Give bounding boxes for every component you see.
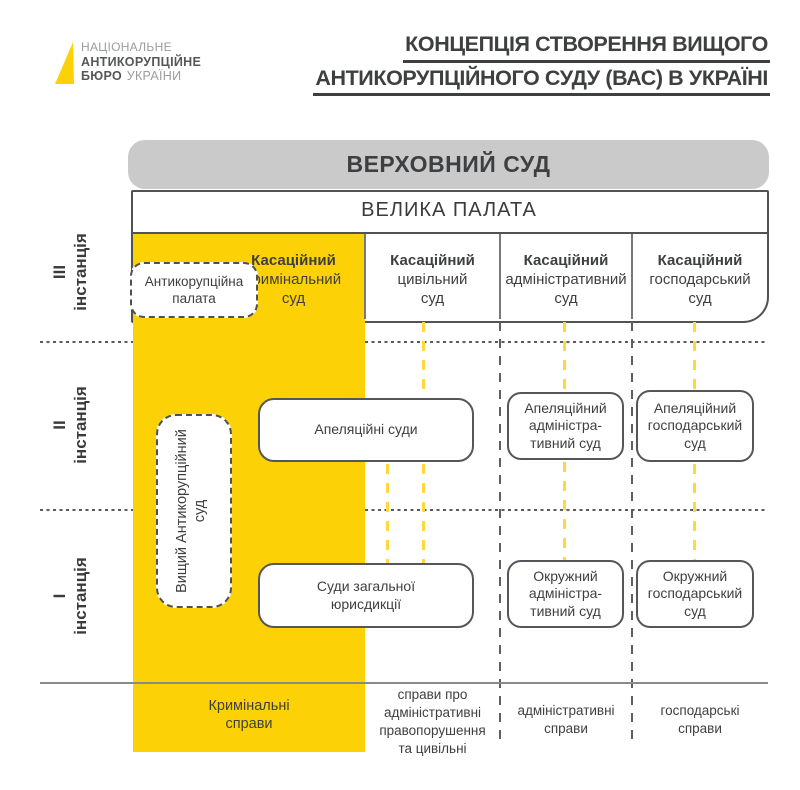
- cassation-commercial-court-label: Касаційний господарський суд: [633, 251, 767, 308]
- yellow-connector-admin-top: [563, 322, 566, 392]
- general-jurisdiction-box: Суди загальної юрисдикції: [258, 563, 474, 628]
- cassation-civil-line2: цивільний: [397, 271, 468, 288]
- appeal-admin-line3: тивний суд: [530, 434, 601, 451]
- district-commercial-court-box: Окружний господарський суд: [636, 560, 754, 628]
- appeal-admin-court-box: Апеляційний адміністра- тивний суд: [507, 392, 624, 460]
- appeal-commercial-line1: Апеляційний: [653, 399, 737, 416]
- general-jurisdiction-line1: Суди загальної: [316, 578, 416, 594]
- cassation-admin-bold: Касаційний: [523, 252, 609, 269]
- cassation-commercial-bold: Касаційний: [657, 252, 743, 269]
- cassation-criminal-line3: суд: [281, 290, 306, 307]
- yellow-connector-admin-mid: [563, 462, 566, 560]
- column-dashed-line-right: [631, 322, 633, 746]
- case-criminal-line2: справи: [225, 716, 273, 732]
- yellow-connector-civil-mid-b: [386, 464, 389, 563]
- instance-1-word: інстанція: [71, 557, 90, 635]
- logo-line-3-bold: БЮРО: [81, 69, 122, 83]
- instance-2-numeral: ІІ: [50, 420, 69, 430]
- page-title: КОНЦЕПЦІЯ СТВОРЕННЯ ВИЩОГО АНТИКОРУПЦІЙН…: [313, 33, 770, 101]
- appeal-courts-label: Апеляційні суди: [314, 421, 418, 438]
- appeal-admin-line1: Апеляційний: [524, 399, 607, 416]
- district-commercial-line1: Окружний: [662, 567, 728, 584]
- instance-label-1: І інстанція: [48, 516, 92, 676]
- instance-3-word: інстанція: [71, 233, 90, 311]
- grand-chamber-divider: [131, 232, 767, 234]
- yellow-connector-commercial-top: [693, 322, 696, 390]
- instance-label-3: ІІІ інстанція: [48, 192, 92, 352]
- grand-chamber-label: ВЕЛИКА ПАЛАТА: [361, 199, 537, 221]
- cassation-criminal-bold: Касаційний: [251, 252, 336, 269]
- case-type-admin-offense-civil: справи про адміністративні правопорушенн…: [366, 686, 499, 758]
- instance-2-word: інстанція: [71, 386, 90, 464]
- nabu-logo-icon: [55, 42, 74, 84]
- case-civil-line1: справи про: [397, 687, 468, 702]
- cassation-civil-bold: Касаційний: [390, 252, 475, 269]
- cassation-civil-line3: суд: [420, 290, 445, 307]
- case-type-criminal: Кримінальні справи: [133, 697, 365, 733]
- hac-line1: Вищий Антикорупційний: [174, 429, 190, 593]
- instance-1-numeral: І: [50, 593, 69, 599]
- case-commercial-line2: справи: [678, 721, 722, 736]
- appeal-admin-line2: адміністра-: [528, 417, 603, 434]
- case-admin-line2: справи: [544, 721, 588, 736]
- case-civil-line3: правопорушення: [379, 723, 486, 738]
- higher-anticorruption-court-text: Вищий Антикорупційний суд: [173, 416, 215, 606]
- hac-line2: суд: [192, 499, 208, 523]
- yellow-connector-commercial-mid: [693, 464, 696, 560]
- case-civil-line2: адміністративні: [383, 705, 482, 720]
- case-commercial-line1: господарські: [660, 703, 740, 718]
- case-type-commercial: господарські справи: [633, 702, 767, 738]
- anticorruption-chamber-line1: Антикорупційна: [144, 274, 244, 289]
- appeal-commercial-line3: суд: [684, 434, 706, 451]
- instance-3-numeral: ІІІ: [50, 264, 69, 280]
- column-divider-2: [499, 234, 501, 319]
- case-admin-line1: адміністративні: [517, 703, 615, 718]
- instance-label-2: ІІ інстанція: [48, 345, 92, 505]
- general-jurisdiction-line2: юрисдикції: [330, 595, 402, 612]
- case-type-administrative: адміністративні справи: [500, 702, 632, 738]
- instance-separator-line-2-1: [40, 509, 768, 511]
- district-commercial-line3: суд: [684, 602, 706, 619]
- logo-line-1: НАЦІОНАЛЬНЕ: [81, 40, 172, 54]
- appeal-commercial-line2: господарський: [647, 417, 743, 434]
- page-title-line-2: АНТИКОРУПЦІЙНОГО СУДУ (ВАС) В УКРАЇНІ: [313, 67, 770, 96]
- cassation-admin-line2: адміністративний: [505, 271, 627, 288]
- district-admin-line3: тивний суд: [530, 602, 601, 619]
- district-commercial-line2: господарський: [647, 585, 743, 602]
- case-criminal-line1: Кримінальні: [208, 698, 290, 714]
- anticorruption-chamber-line2: палата: [172, 291, 216, 306]
- logo-line-3-rest: УКРАЇНИ: [126, 69, 182, 83]
- district-admin-line1: Окружний: [533, 567, 598, 584]
- appeal-commercial-court-box: Апеляційний господарський суд: [636, 390, 754, 462]
- district-admin-line2: адміністра-: [528, 585, 603, 602]
- yellow-connector-civil-mid-a: [422, 464, 425, 563]
- column-divider-3: [631, 234, 633, 319]
- cassation-admin-line3: суд: [554, 290, 578, 307]
- anticorruption-chamber-box: Антикорупційна палата: [130, 262, 258, 318]
- cassation-criminal-line2: кримінальний: [245, 271, 342, 288]
- case-types-separator-line: [40, 682, 768, 684]
- appeal-courts-box: Апеляційні суди: [258, 398, 474, 462]
- logo-line-2: АНТИКОРУПЦІЙНЕ: [81, 54, 202, 69]
- column-dashed-line-left: [499, 322, 501, 746]
- nabu-logo-text: НАЦІОНАЛЬНЕ АНТИКОРУПЦІЙНЕ БЮРО УКРАЇНИ: [81, 40, 201, 84]
- supreme-court-group-outline: [131, 190, 769, 323]
- instance-separator-line-3-2: [40, 341, 768, 343]
- district-admin-court-box: Окружний адміністра- тивний суд: [507, 560, 624, 628]
- higher-anticorruption-court-box: Вищий Антикорупційний суд: [156, 414, 232, 608]
- supreme-court-header: ВЕРХОВНИЙ СУД: [128, 140, 769, 189]
- yellow-connector-civil-top: [422, 322, 425, 398]
- cassation-criminal-court-label: Касаційний кримінальний суд: [222, 251, 365, 308]
- cassation-admin-court-label: Касаційний адміністративний суд: [501, 251, 631, 308]
- column-divider-1: [364, 234, 366, 319]
- cassation-civil-court-label: Касаційний цивільний суд: [366, 251, 499, 308]
- logo-line-3: БЮРО УКРАЇНИ: [81, 69, 201, 84]
- cassation-commercial-line2: господарський: [649, 271, 751, 288]
- case-civil-line4: та цивільні: [398, 741, 467, 756]
- cassation-commercial-line3: суд: [688, 290, 712, 307]
- page-title-line-1: КОНЦЕПЦІЯ СТВОРЕННЯ ВИЩОГО: [403, 33, 770, 63]
